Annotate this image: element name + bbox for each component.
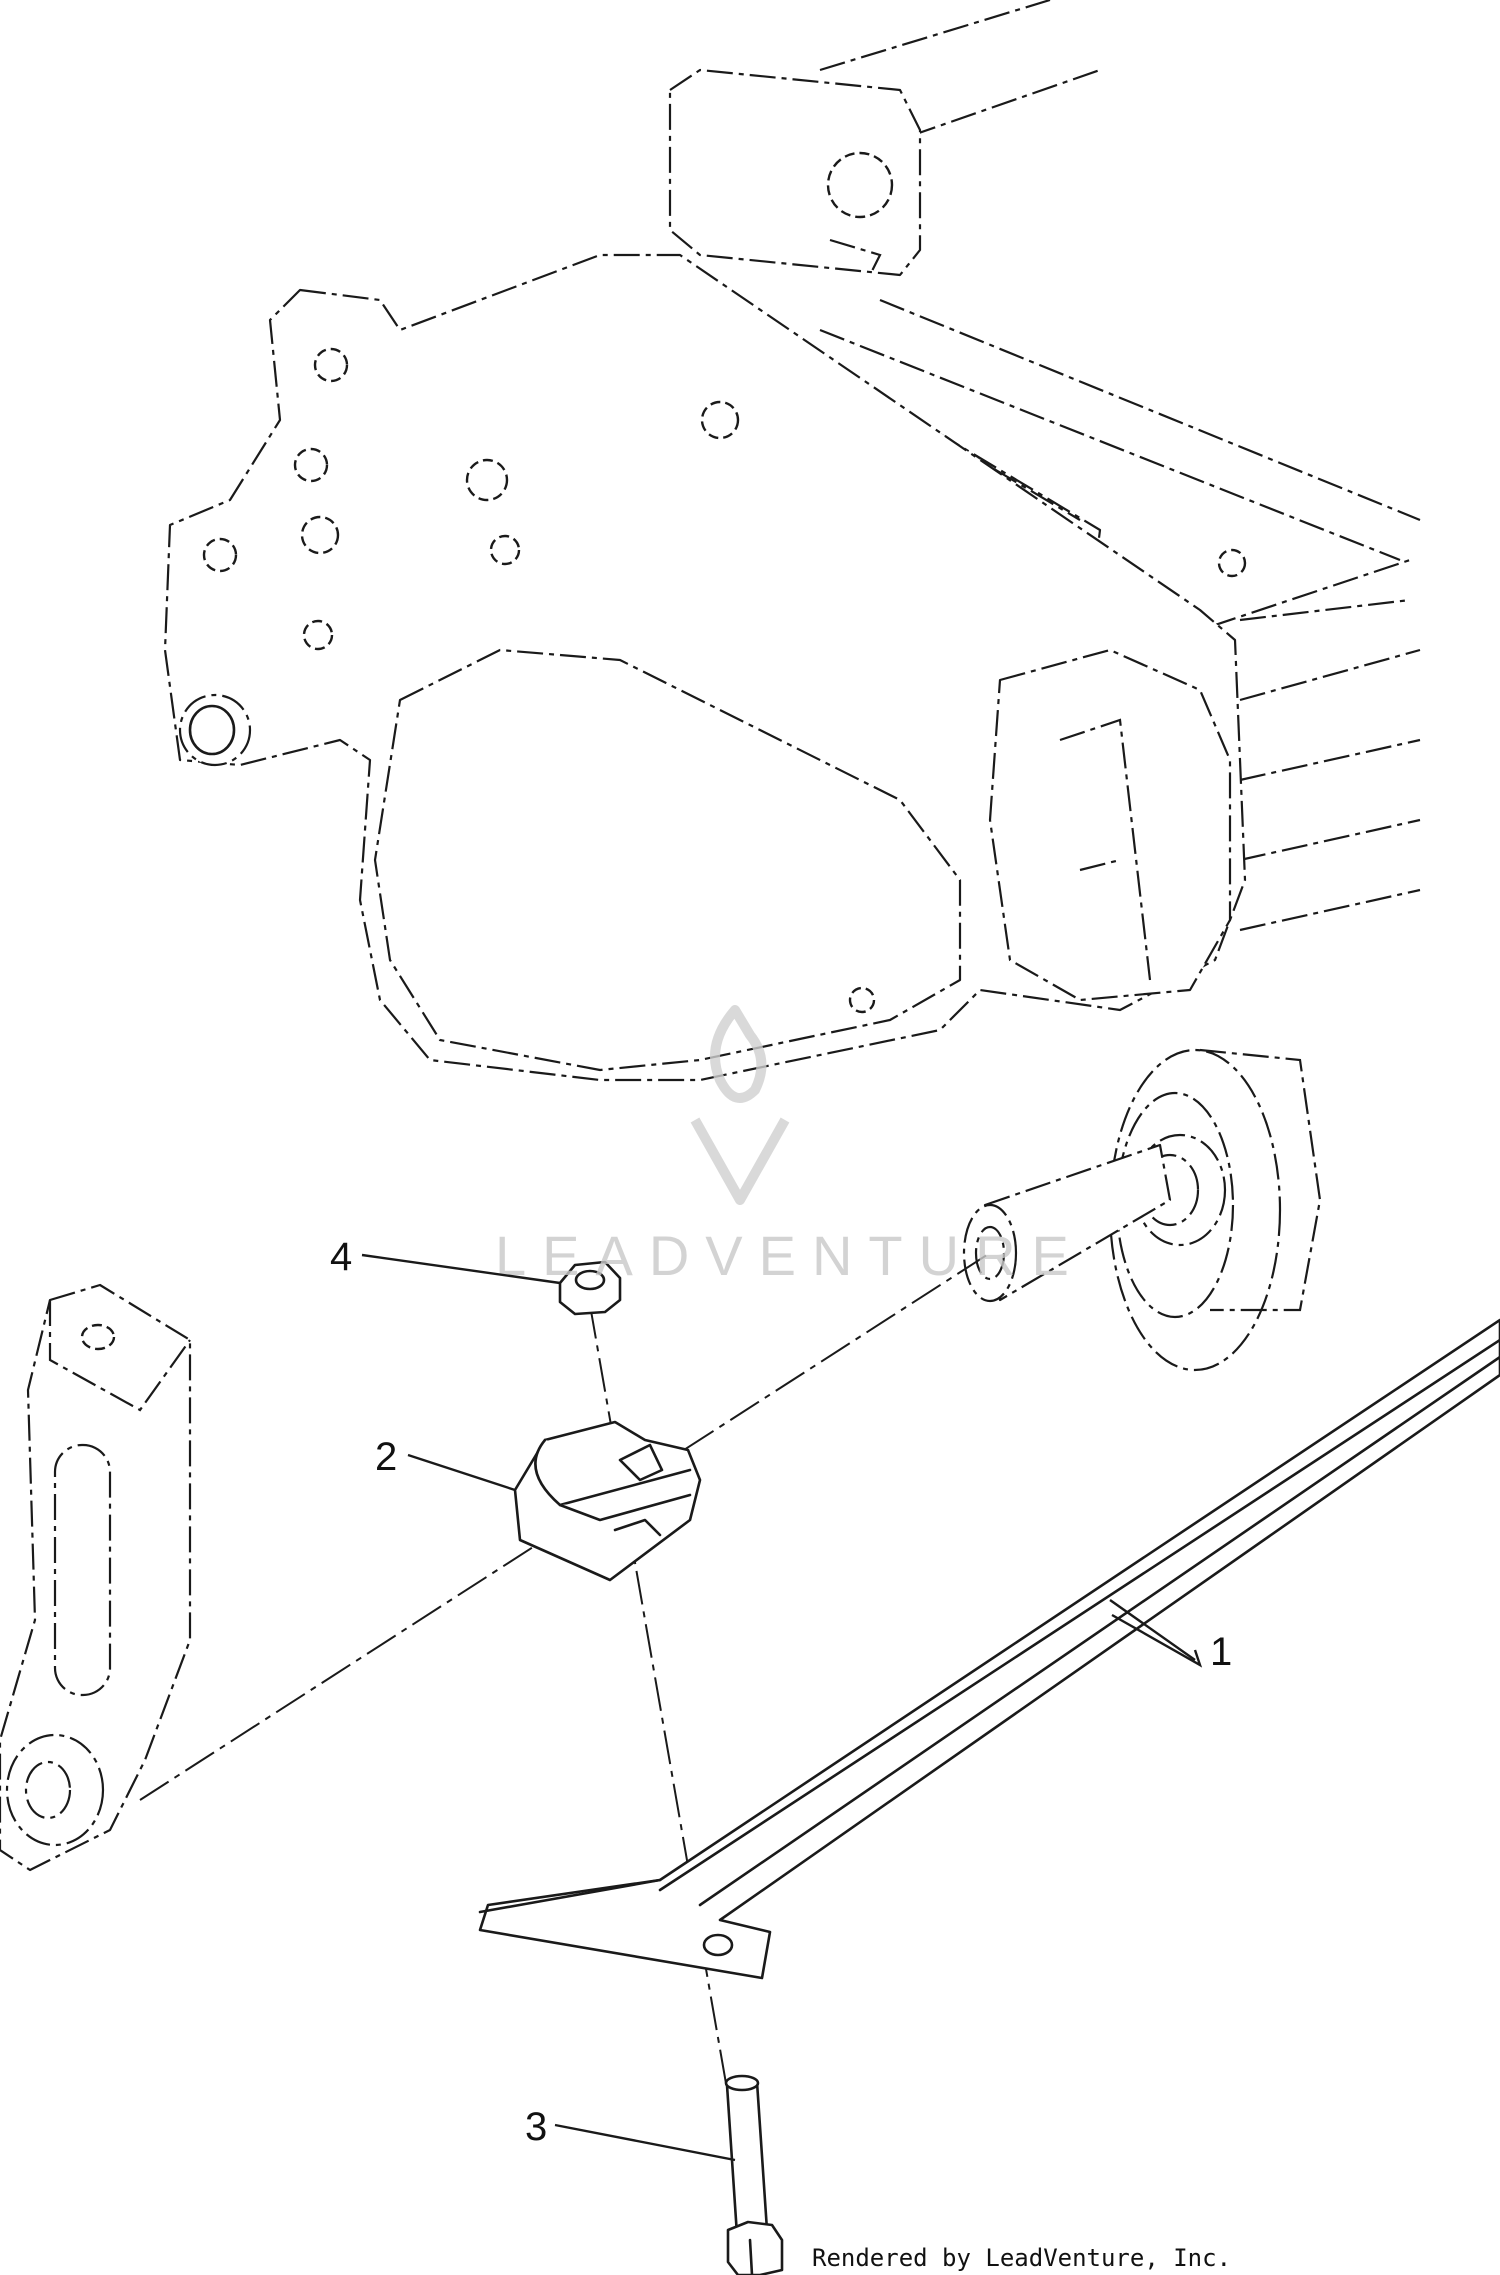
part-2-clamp xyxy=(513,1420,702,1582)
leader-line-2 xyxy=(407,1453,516,1492)
watermark-text: LEADVENTURE xyxy=(495,1224,1085,1287)
leadventure-watermark: LEADVENTURE xyxy=(495,1005,1085,1287)
leader-line-1b xyxy=(1109,1599,1196,1661)
leader-line-1 xyxy=(1111,1613,1203,1668)
phantom-pivot-arm xyxy=(0,1283,192,1872)
leader-line-3 xyxy=(554,2123,736,2162)
callout-4: 4 xyxy=(330,1235,352,1279)
render-credit: Rendered by LeadVenture, Inc. xyxy=(812,2244,1231,2272)
part-1-guide-bar xyxy=(478,1318,1500,1980)
callout-3: 3 xyxy=(525,2105,547,2149)
part-4-nut xyxy=(558,1260,622,1316)
leader-line-4 xyxy=(361,1253,561,1285)
phantom-carrier-frame xyxy=(163,0,1421,1372)
part-3-bolt xyxy=(724,2074,784,2275)
callout-1: 1 xyxy=(1210,1630,1232,1674)
callout-2: 2 xyxy=(375,1435,397,1479)
